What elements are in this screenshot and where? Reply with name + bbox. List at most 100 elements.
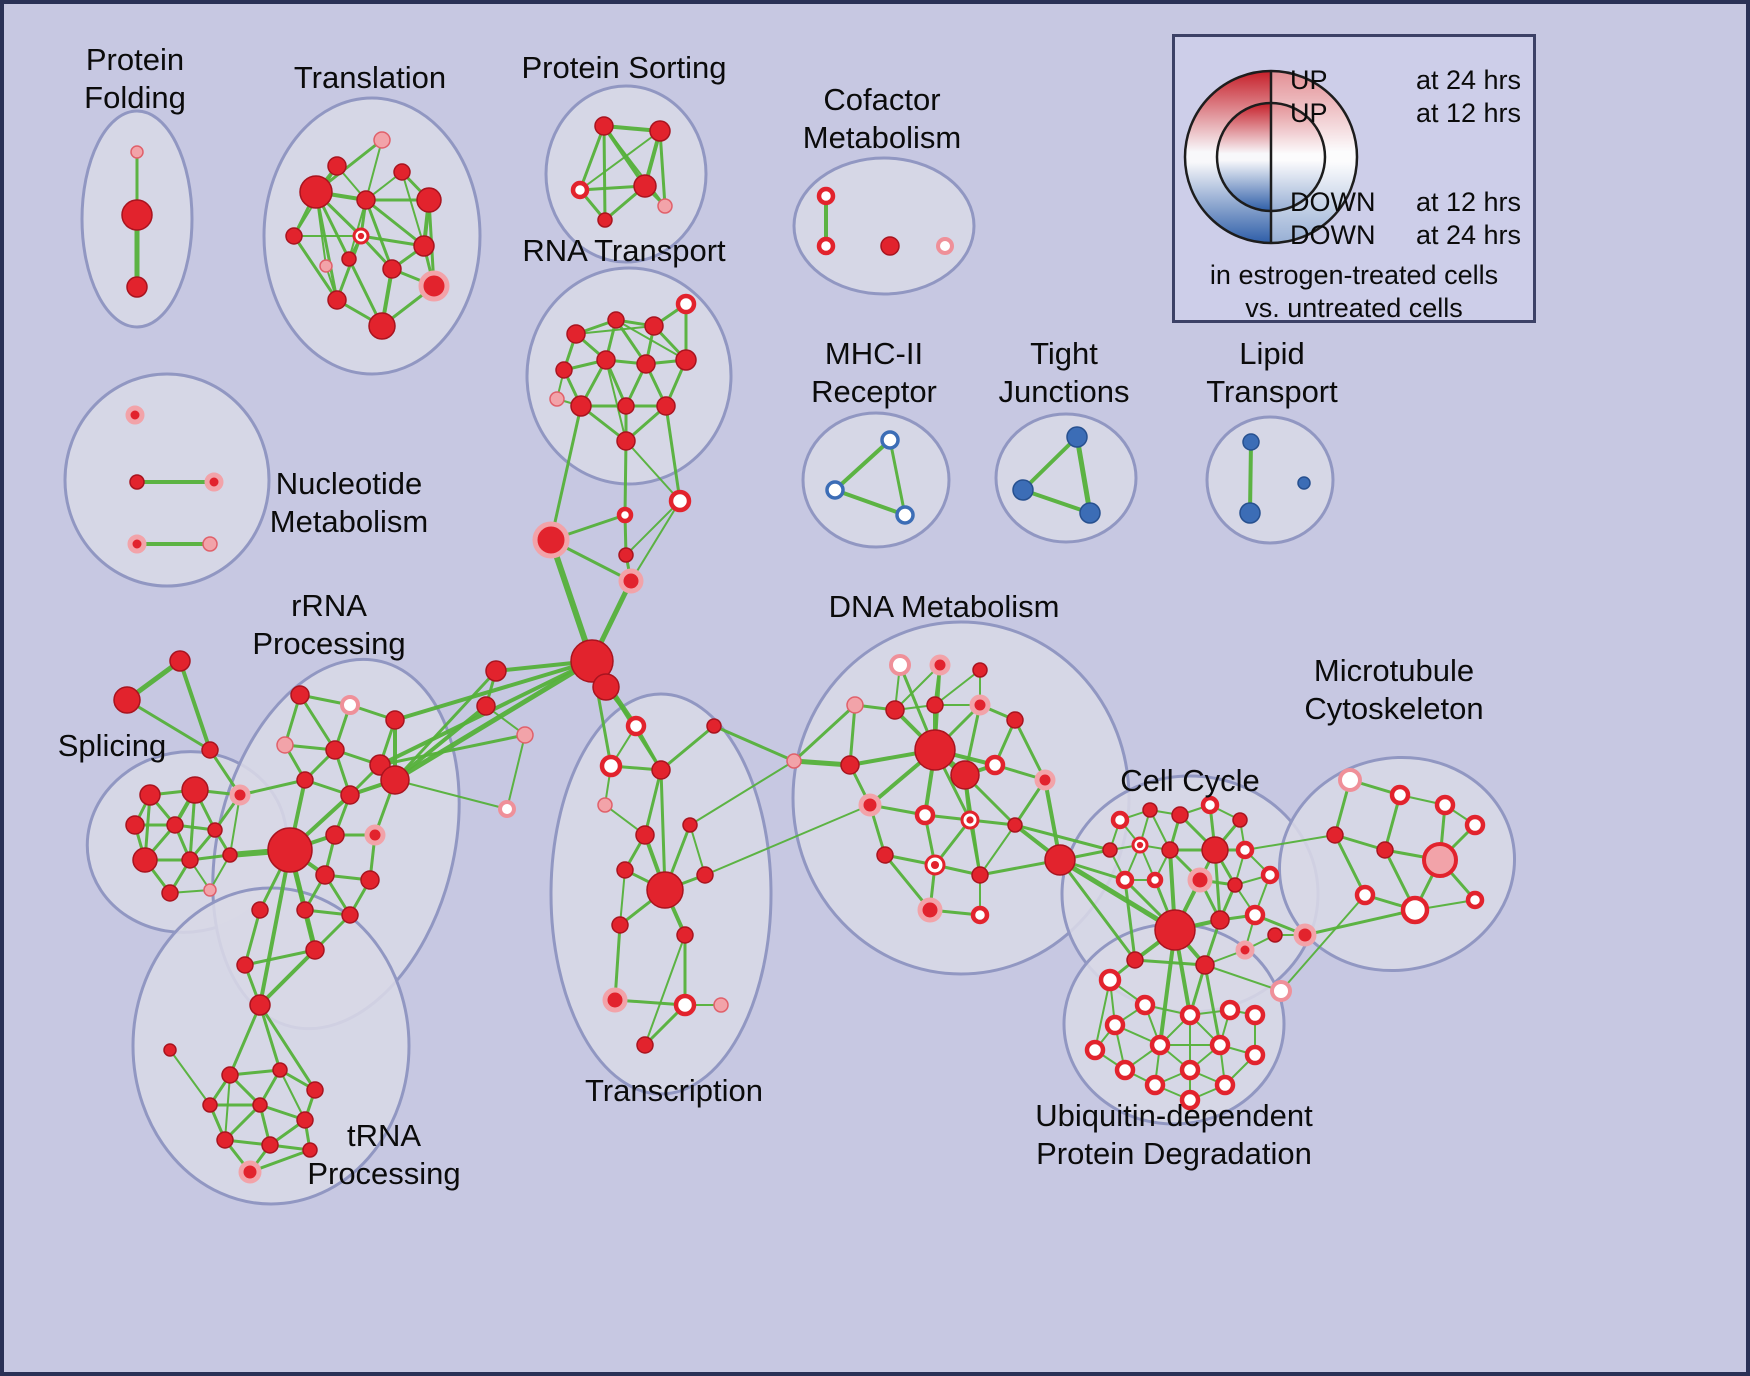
network-node-u5	[1149, 1034, 1171, 1056]
network-edge	[619, 869, 626, 926]
cluster-label-nucleotide-metabolism: Metabolism	[270, 504, 429, 539]
network-edge	[292, 234, 339, 302]
network-node-t10	[319, 259, 333, 273]
network-edge	[364, 198, 426, 248]
network-node-t15	[341, 251, 357, 267]
network-node-mc4	[1326, 826, 1344, 844]
network-node-x5	[597, 797, 613, 813]
network-node-c9	[498, 800, 516, 818]
network-edge	[613, 923, 622, 1002]
network-node-c2	[616, 506, 634, 524]
network-node-rt6	[596, 350, 616, 370]
network-node-d7	[969, 694, 991, 716]
network-node-s3	[229, 784, 251, 806]
network-edge	[258, 848, 292, 1007]
cluster-label-rrna-processing: rRNA	[291, 588, 367, 623]
network-node-cc1	[1110, 810, 1130, 830]
network-node-x3	[651, 760, 671, 780]
network-node-c8	[516, 726, 534, 744]
network-node-c7	[476, 696, 496, 716]
network-node-tr9	[216, 1131, 234, 1149]
cluster-label-protein-folding: Protein	[86, 42, 184, 77]
network-edge	[1058, 858, 1137, 962]
network-node-d6	[926, 696, 944, 714]
network-node-tr7	[252, 1097, 268, 1113]
network-node-c4	[618, 547, 634, 563]
network-node-d2	[929, 654, 951, 676]
network-node-s9	[222, 847, 238, 863]
network-node-cc6	[1102, 842, 1118, 858]
network-edge	[365, 139, 383, 201]
network-node-x7	[682, 817, 698, 833]
cluster-label-rna-transport: RNA Transport	[522, 233, 726, 268]
network-node-m1	[880, 430, 900, 450]
legend-dir-label: DOWN	[1290, 220, 1376, 250]
legend-right-half-fade	[1271, 71, 1357, 243]
network-edge	[335, 234, 363, 302]
network-node-x9	[646, 871, 684, 909]
network-node-t6	[416, 187, 442, 213]
network-node-r5	[325, 740, 345, 760]
network-node-d21	[917, 897, 943, 923]
network-node-mc8	[1354, 884, 1376, 906]
legend-row-down-24: DOWN at 24 hrs	[1290, 220, 1521, 250]
cluster-label-mhc-ii-receptor: Receptor	[811, 374, 937, 409]
legend-dir-label: UP	[1290, 98, 1328, 128]
network-node-x13	[602, 987, 628, 1013]
network-node-s10	[161, 884, 179, 902]
network-node-m2	[825, 480, 845, 500]
cluster-label-tight-junctions: Tight	[1030, 336, 1098, 371]
cluster-label-dna-metabolism: DNA Metabolism	[829, 589, 1060, 624]
network-node-cc20	[1195, 955, 1215, 975]
legend-rings	[1183, 69, 1359, 245]
network-node-b1	[1044, 844, 1076, 876]
network-node-d18	[876, 846, 894, 864]
network-edge	[578, 124, 606, 192]
legend-box: UP at 24 hrs UP at 12 hrs DOWN at 12 hrs…	[1172, 34, 1536, 323]
network-node-cc9	[1201, 836, 1229, 864]
network-node-cc10	[1235, 840, 1255, 860]
network-edge	[549, 404, 583, 542]
network-edge	[314, 190, 339, 302]
cluster-ellipse-rna-transport	[525, 266, 733, 486]
network-node-u11	[1214, 1074, 1236, 1096]
network-node-tr4	[272, 1062, 288, 1078]
network-node-d3	[972, 662, 988, 678]
network-node-d17	[1007, 817, 1023, 833]
network-edge	[238, 778, 307, 797]
network-edge	[393, 659, 594, 722]
network-node-r1	[290, 685, 310, 705]
network-node-cm1	[816, 186, 836, 206]
network-node-cc4	[1200, 795, 1220, 815]
network-node-d14	[858, 793, 882, 817]
network-node-rt8	[675, 349, 697, 371]
network-edge	[579, 130, 661, 191]
network-node-cc13	[1187, 867, 1213, 893]
network-edge	[623, 439, 628, 517]
network-node-r9	[380, 765, 410, 795]
network-node-r17	[305, 940, 325, 960]
network-edge	[630, 500, 681, 582]
network-edge	[894, 664, 941, 711]
network-node-d15	[914, 804, 936, 826]
cluster-label-transcription: Transcription	[585, 1073, 763, 1108]
network-edge	[1333, 833, 1367, 897]
network-node-rt9	[570, 395, 592, 417]
cluster-ellipse-lipid-transport	[1205, 415, 1335, 545]
network-node-t8-dot	[357, 232, 365, 240]
network-edge	[1094, 979, 1111, 1051]
network-node-ps3	[570, 180, 590, 200]
network-node-d4	[846, 696, 864, 714]
network-node-rt13	[549, 391, 565, 407]
cluster-label-microtubule-cytoskeleton: Microtubule	[1314, 653, 1474, 688]
network-node-mc5	[1376, 841, 1394, 859]
network-edge	[258, 1003, 282, 1072]
network-node-t5	[356, 190, 376, 210]
network-node-u6	[1114, 1059, 1136, 1081]
cluster-label-splicing: Splicing	[58, 728, 167, 763]
network-node-cc22	[1267, 927, 1283, 943]
network-edge	[393, 669, 498, 782]
network-node-s2	[181, 776, 209, 804]
